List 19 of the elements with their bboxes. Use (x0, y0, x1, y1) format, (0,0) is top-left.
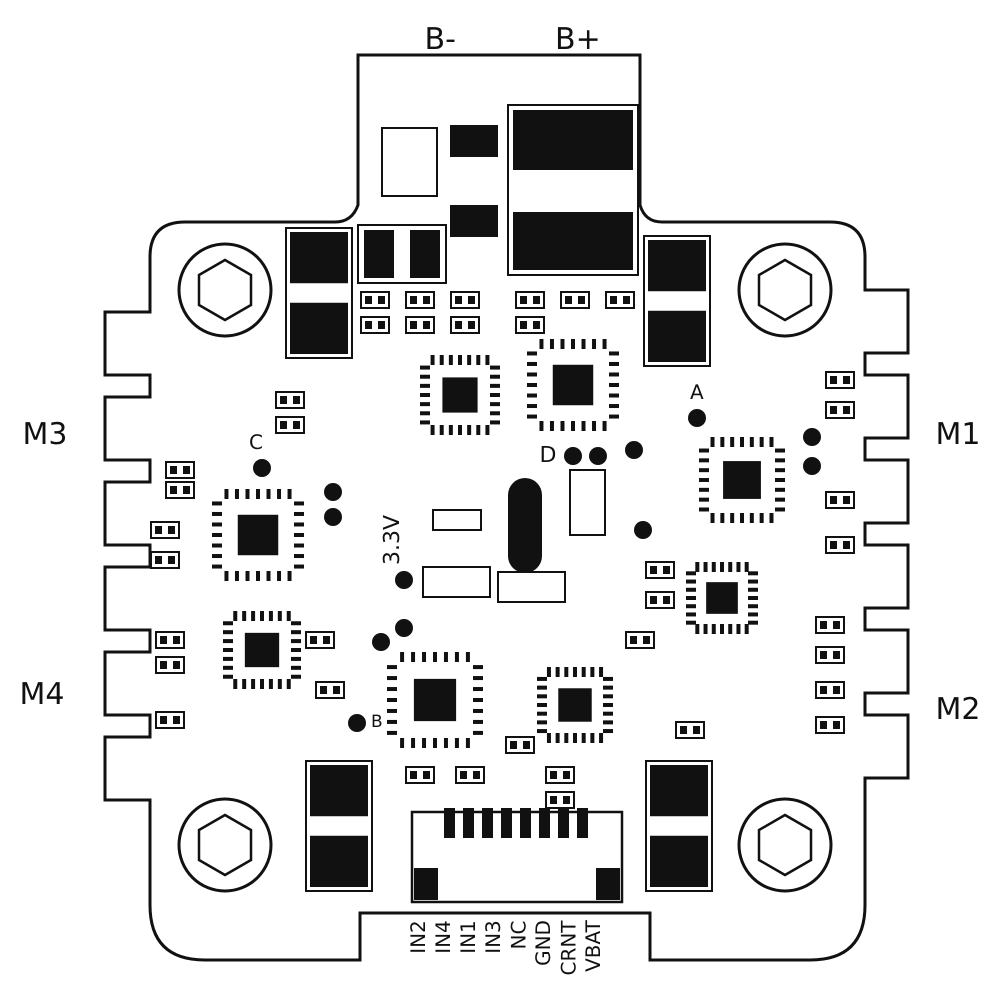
terminal-label: B- (424, 25, 456, 55)
pin-label: IN4 (432, 920, 453, 954)
pin-label: IN1 (458, 920, 478, 954)
motor-label: M4 (20, 680, 64, 710)
test-point-label: D (540, 445, 556, 467)
pin-label: VBAT (582, 920, 603, 972)
pin-label: CRNT (558, 920, 578, 976)
terminal-label: B+ (555, 25, 601, 55)
test-point-label: B (371, 714, 383, 730)
test-point-label: C (249, 432, 263, 452)
pin-label: IN2 (408, 920, 428, 954)
motor-label: M3 (22, 420, 68, 450)
pin-label: IN3 (482, 920, 503, 954)
pin-label: NC (508, 920, 528, 949)
motor-label: M1 (936, 420, 980, 450)
motor-label: M2 (936, 695, 980, 725)
test-point-label: A (690, 382, 704, 402)
pin-label: GND (532, 920, 553, 966)
voltage-label: 3.3V (382, 514, 404, 566)
